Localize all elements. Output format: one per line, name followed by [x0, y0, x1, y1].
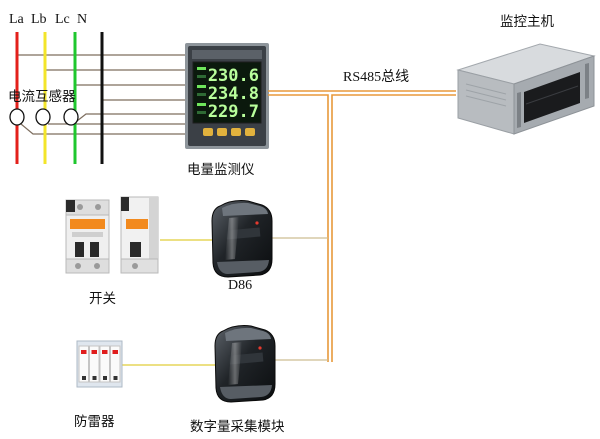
circuit-breaker-1p [120, 196, 159, 274]
phase-a-label: La [9, 12, 25, 27]
host-bay-divider [525, 85, 579, 105]
meter-reading-2: 234.8 [208, 84, 259, 104]
ct-wire-c [76, 113, 189, 122]
host-label: 监控主机 [500, 14, 554, 30]
power-meter: 230.6 234.8 229.7 [185, 43, 269, 149]
meter-buttons [203, 128, 255, 136]
phase-b-label: Lb [31, 12, 47, 27]
rs485-bus-label: RS485总线 [343, 69, 409, 85]
current-transformers [9, 108, 79, 126]
bus-rail-right [331, 94, 456, 362]
circuit-breaker-2p [65, 199, 110, 274]
digital-input-module [214, 325, 276, 403]
ct-ring-a [9, 108, 25, 126]
surge-protector [76, 340, 123, 388]
phase-c-label: Lc [55, 12, 70, 27]
host-side-vents [465, 83, 507, 107]
power-meter-label: 电量监测仪 [187, 162, 255, 178]
bus-rail-left [268, 94, 329, 362]
rs485-bus [268, 90, 456, 362]
neutral-label: N [77, 12, 87, 27]
meter-top-strip [192, 50, 262, 59]
host-right-handle [585, 63, 589, 99]
ct-ring-c [63, 108, 79, 126]
digital-input-module-label: 数字量采集模块 [190, 419, 285, 435]
host-left-handle [517, 92, 521, 128]
d86-label: D86 [228, 278, 252, 293]
meter-indicator-column [197, 67, 206, 114]
d86-module [211, 200, 273, 278]
host-drive-bay [524, 72, 580, 123]
meter-reading-3: 229.7 [208, 102, 259, 122]
meter-wiring [17, 54, 189, 135]
meter-reading-1: 230.6 [208, 66, 259, 86]
surge-protector-label: 防雷器 [74, 414, 115, 430]
current-transformer-label: 电流互感器 [8, 88, 76, 105]
switch-label: 开关 [89, 291, 116, 307]
monitoring-host [456, 43, 596, 135]
ct-wire-a [20, 123, 189, 135]
ct-ring-b [35, 108, 51, 126]
